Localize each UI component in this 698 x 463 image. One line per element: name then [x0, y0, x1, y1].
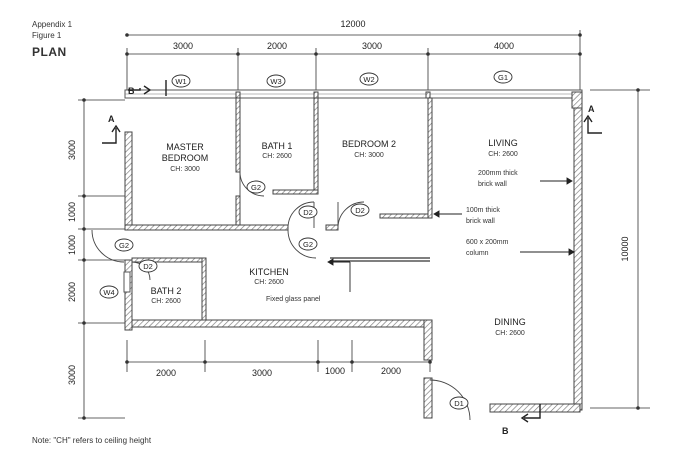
room-bath2: BATH 2	[151, 286, 182, 296]
tag-g1: G1	[498, 73, 508, 82]
room-kitchen: KITCHEN	[249, 267, 289, 277]
tag-w1: W1	[175, 77, 186, 86]
note-brick200-line2: brick wall	[478, 181, 507, 188]
room-dining-ch: CH: 2600	[495, 330, 525, 337]
room-master-line1: MASTER	[166, 142, 204, 152]
section-b-bottom: B	[502, 426, 509, 436]
tag-d2: D2	[303, 208, 313, 217]
left-dim-label: 1000	[67, 202, 77, 222]
appendix-label: Appendix 1	[32, 20, 73, 29]
tag-w2: W2	[363, 75, 374, 84]
walls	[123, 89, 583, 419]
section-a-left: A	[108, 114, 115, 124]
top-dim-label: 4000	[494, 41, 514, 51]
room-living-ch: CH: 2600	[488, 151, 518, 158]
section-a-right: A	[588, 104, 595, 114]
tag-w4: W4	[103, 288, 114, 297]
note-fixed-glass: Fixed glass panel	[266, 296, 321, 303]
bottom-dim-label: 2000	[381, 366, 401, 376]
room-bath1-ch: CH: 2600	[262, 153, 292, 160]
opening-tags	[99, 70, 513, 410]
room-bath1: BATH 1	[262, 141, 293, 151]
left-dimensions	[78, 98, 125, 420]
annotation-leaders	[327, 177, 575, 292]
top-dim-label: 3000	[173, 41, 193, 51]
left-dim-label: 1000	[67, 235, 77, 255]
left-dim-label: 3000	[67, 365, 77, 385]
top-dim-label: 2000	[267, 41, 287, 51]
note-column-line1: 600 x 200mm	[466, 239, 509, 246]
tag-w3: W3	[270, 77, 281, 86]
tag-g2: G2	[251, 183, 261, 192]
top-dimensions	[125, 30, 582, 90]
tag-d2: D2	[143, 262, 153, 271]
overall-height-label: 10000	[620, 236, 630, 261]
tag-g2: G2	[119, 241, 129, 250]
tag-d2: D2	[355, 206, 365, 215]
tag-g2: G2	[303, 240, 313, 249]
tag-d1: D1	[454, 399, 464, 408]
bottom-dim-label: 1000	[325, 366, 345, 376]
note-brick100-line2: brick wall	[466, 218, 495, 225]
room-dining: DINING	[494, 317, 526, 327]
plan-title: PLAN	[32, 45, 67, 59]
room-master-line2: BEDROOM	[162, 153, 209, 163]
section-b-top: B	[128, 86, 135, 96]
top-dim-label: 3000	[362, 41, 382, 51]
room-living: LIVING	[488, 138, 518, 148]
overall-width-label: 12000	[340, 19, 365, 29]
room-bedroom2: BEDROOM 2	[342, 139, 396, 149]
right-dimension	[590, 88, 650, 410]
left-dim-label: 2000	[67, 282, 77, 302]
room-bath2-ch: CH: 2600	[151, 298, 181, 305]
note-column-line2: column	[466, 250, 489, 257]
ceiling-height-note: Note: "CH" refers to ceiling height	[32, 436, 152, 445]
note-brick100-line1: 100m thick	[466, 207, 500, 214]
figure-label: Figure 1	[32, 31, 62, 40]
bottom-dim-label: 3000	[252, 368, 272, 378]
room-kitchen-ch: CH: 2600	[254, 279, 284, 286]
section-markers	[102, 80, 602, 423]
room-master-ch: CH: 3000	[170, 166, 200, 173]
left-dim-label: 3000	[67, 140, 77, 160]
room-bedroom2-ch: CH: 3000	[354, 152, 384, 159]
bottom-dim-label: 2000	[156, 368, 176, 378]
note-brick200-line1: 200mm thick	[478, 170, 518, 177]
